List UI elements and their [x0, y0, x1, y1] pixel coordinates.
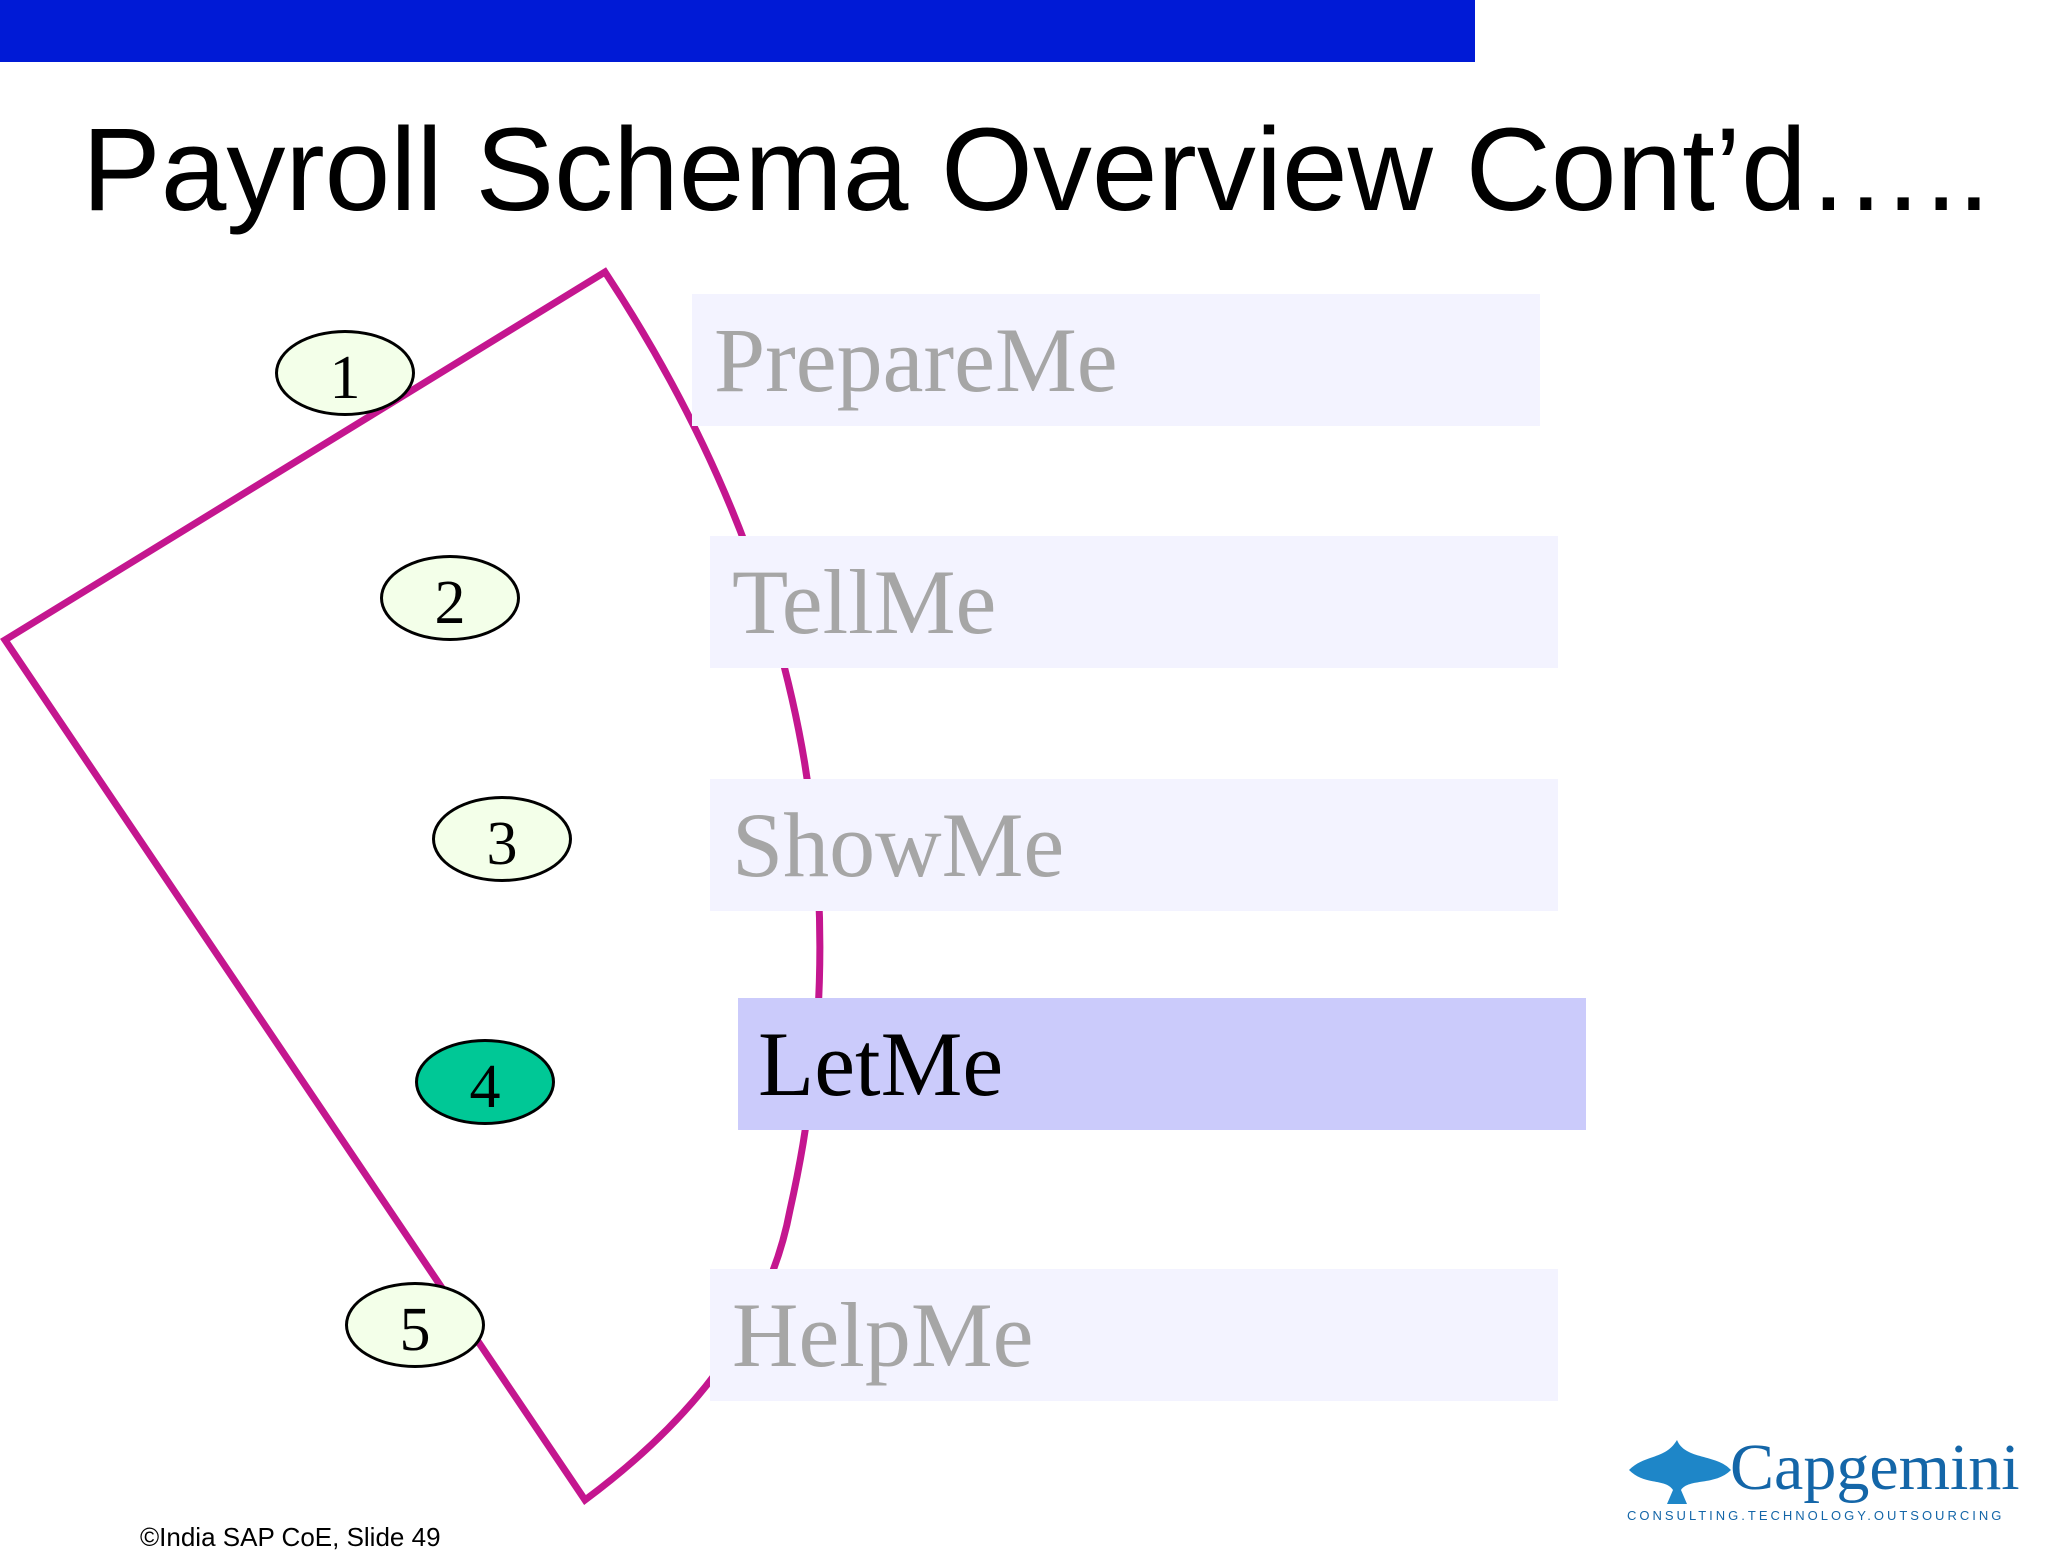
- step-number-1: 1: [275, 330, 415, 416]
- logo-tagline: CONSULTING.TECHNOLOGY.OUTSOURCING: [1627, 1508, 2005, 1523]
- top-accent-bar: [0, 0, 1475, 62]
- step-number-5: 5: [345, 1282, 485, 1368]
- capgemini-logo: Capgemini CONSULTING.TECHNOLOGY.OUTSOURC…: [1625, 1432, 2020, 1524]
- step-letme[interactable]: LetMe: [738, 998, 1586, 1130]
- step-number-4: 4: [415, 1039, 555, 1125]
- step-number-3: 3: [432, 796, 572, 882]
- step-showme[interactable]: ShowMe: [710, 779, 1558, 911]
- logo-wordmark: Capgemini: [1730, 1431, 2020, 1504]
- step-prepareme[interactable]: PrepareMe: [692, 294, 1540, 426]
- slide-footer: ©India SAP CoE, Slide 49: [140, 1522, 441, 1552]
- step-number-2: 2: [380, 555, 520, 641]
- step-helpme[interactable]: HelpMe: [710, 1269, 1558, 1401]
- step-tellme[interactable]: TellMe: [710, 536, 1558, 668]
- slide-title: Payroll Schema Overview Cont’d…..: [82, 104, 1991, 236]
- spade-icon: [1629, 1440, 1731, 1504]
